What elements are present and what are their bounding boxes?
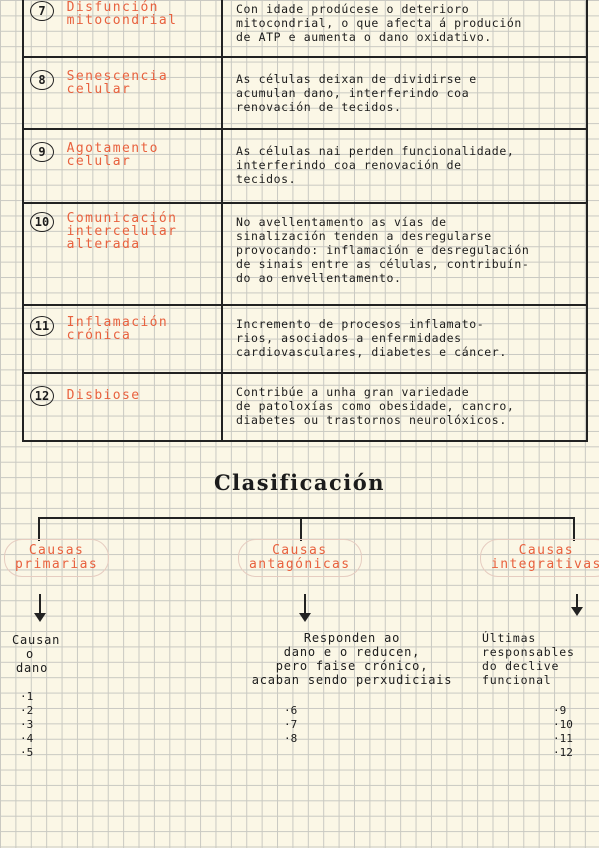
cause-integrative-description: Últimas responsables do declive funciona… (482, 631, 575, 687)
list-item: 8 (284, 732, 298, 746)
table-row: 9 Agotamento celular As células nai perd… (22, 128, 588, 204)
list-item: 12 (553, 746, 573, 760)
list-item: 9 (553, 704, 573, 718)
tree-branch-line (573, 517, 575, 541)
cause-primary-items: 1 2 3 4 5 (20, 690, 34, 760)
classification-heading: Clasificación (213, 470, 386, 495)
column-divider (221, 204, 223, 304)
hallmark-title: Senescencia celular (66, 69, 169, 97)
cause-integrative-title: Causas integrativas (480, 539, 599, 577)
table-row: 7 Disfunción mitocondrial Con idade prod… (22, 0, 588, 58)
hallmark-description: Incremento de procesos inflamato- rios, … (236, 317, 507, 359)
cause-antagonistic-title: Causas antagónicas (238, 539, 362, 577)
table-row: 11 Inflamación crónica Incremento de pro… (22, 304, 588, 374)
hallmark-number-badge: 7 (30, 1, 54, 21)
hallmark-number-badge: 8 (30, 70, 54, 90)
hallmark-title-cell: 9 Agotamento celular (30, 142, 220, 168)
list-item: 1 (20, 690, 34, 704)
list-item: 11 (553, 732, 573, 746)
cause-primary-description: Causan o dano (12, 633, 61, 675)
cause-integrative-items: 9 10 11 12 (553, 704, 573, 760)
cause-antagonistic-description: Responden ao dano e o reducen, pero fais… (251, 631, 453, 687)
column-divider (221, 130, 223, 202)
hallmark-title: Inflamación crónica (66, 315, 169, 343)
list-item: 2 (20, 704, 34, 718)
hallmark-title-cell: 10 Comunicación intercelular alterada (30, 212, 220, 251)
arrow-down-icon (571, 594, 583, 616)
hallmark-title: Disbiose (66, 388, 141, 403)
arrow-down-icon (34, 594, 46, 622)
table-row: 12 Disbiose Contribúe a unha gran varied… (22, 372, 588, 442)
hallmark-title-cell: 7 Disfunción mitocondrial (30, 1, 220, 27)
list-item: 10 (553, 718, 573, 732)
tree-horizontal-line (38, 517, 575, 519)
list-item: 5 (20, 746, 34, 760)
column-divider (221, 306, 223, 372)
column-divider (221, 58, 223, 128)
tree-branch-line (300, 517, 302, 541)
hallmark-number-badge: 11 (30, 316, 54, 336)
column-divider (221, 0, 223, 56)
cause-antagonistic-items: 6 7 8 (284, 704, 298, 746)
list-item: 6 (284, 704, 298, 718)
hallmark-number-badge: 10 (30, 212, 54, 232)
arrow-down-icon (299, 594, 311, 622)
hallmark-description: No avellentamento as vías de sinalizació… (236, 215, 530, 285)
hallmark-title: Disfunción mitocondrial (66, 0, 178, 28)
hallmark-number-badge: 12 (30, 386, 54, 406)
column-divider (221, 374, 223, 440)
hallmark-description: As células deixan de dividirse e acumula… (236, 72, 477, 114)
list-item: 3 (20, 718, 34, 732)
table-row: 10 Comunicación intercelular alterada No… (22, 202, 588, 306)
hallmark-title: Comunicación intercelular alterada (66, 211, 178, 252)
hallmark-number-badge: 9 (30, 142, 54, 162)
hallmark-title: Agotamento celular (66, 141, 159, 169)
tree-branch-line (38, 517, 40, 541)
hallmark-description: Con idade prodúcese o deterioro mitocond… (236, 2, 522, 44)
cause-primary-title: Causas primarias (4, 539, 110, 577)
hallmark-title-cell: 12 Disbiose (30, 386, 220, 406)
table-row: 8 Senescencia celular As células deixan … (22, 56, 588, 130)
hallmark-description: Contribúe a unha gran variedade de patol… (236, 385, 515, 427)
list-item: 7 (284, 718, 298, 732)
list-item: 4 (20, 732, 34, 746)
hallmark-title-cell: 8 Senescencia celular (30, 70, 220, 96)
hallmark-description: As células nai perden funcionalidade, in… (236, 144, 515, 186)
hallmark-title-cell: 11 Inflamación crónica (30, 316, 220, 342)
